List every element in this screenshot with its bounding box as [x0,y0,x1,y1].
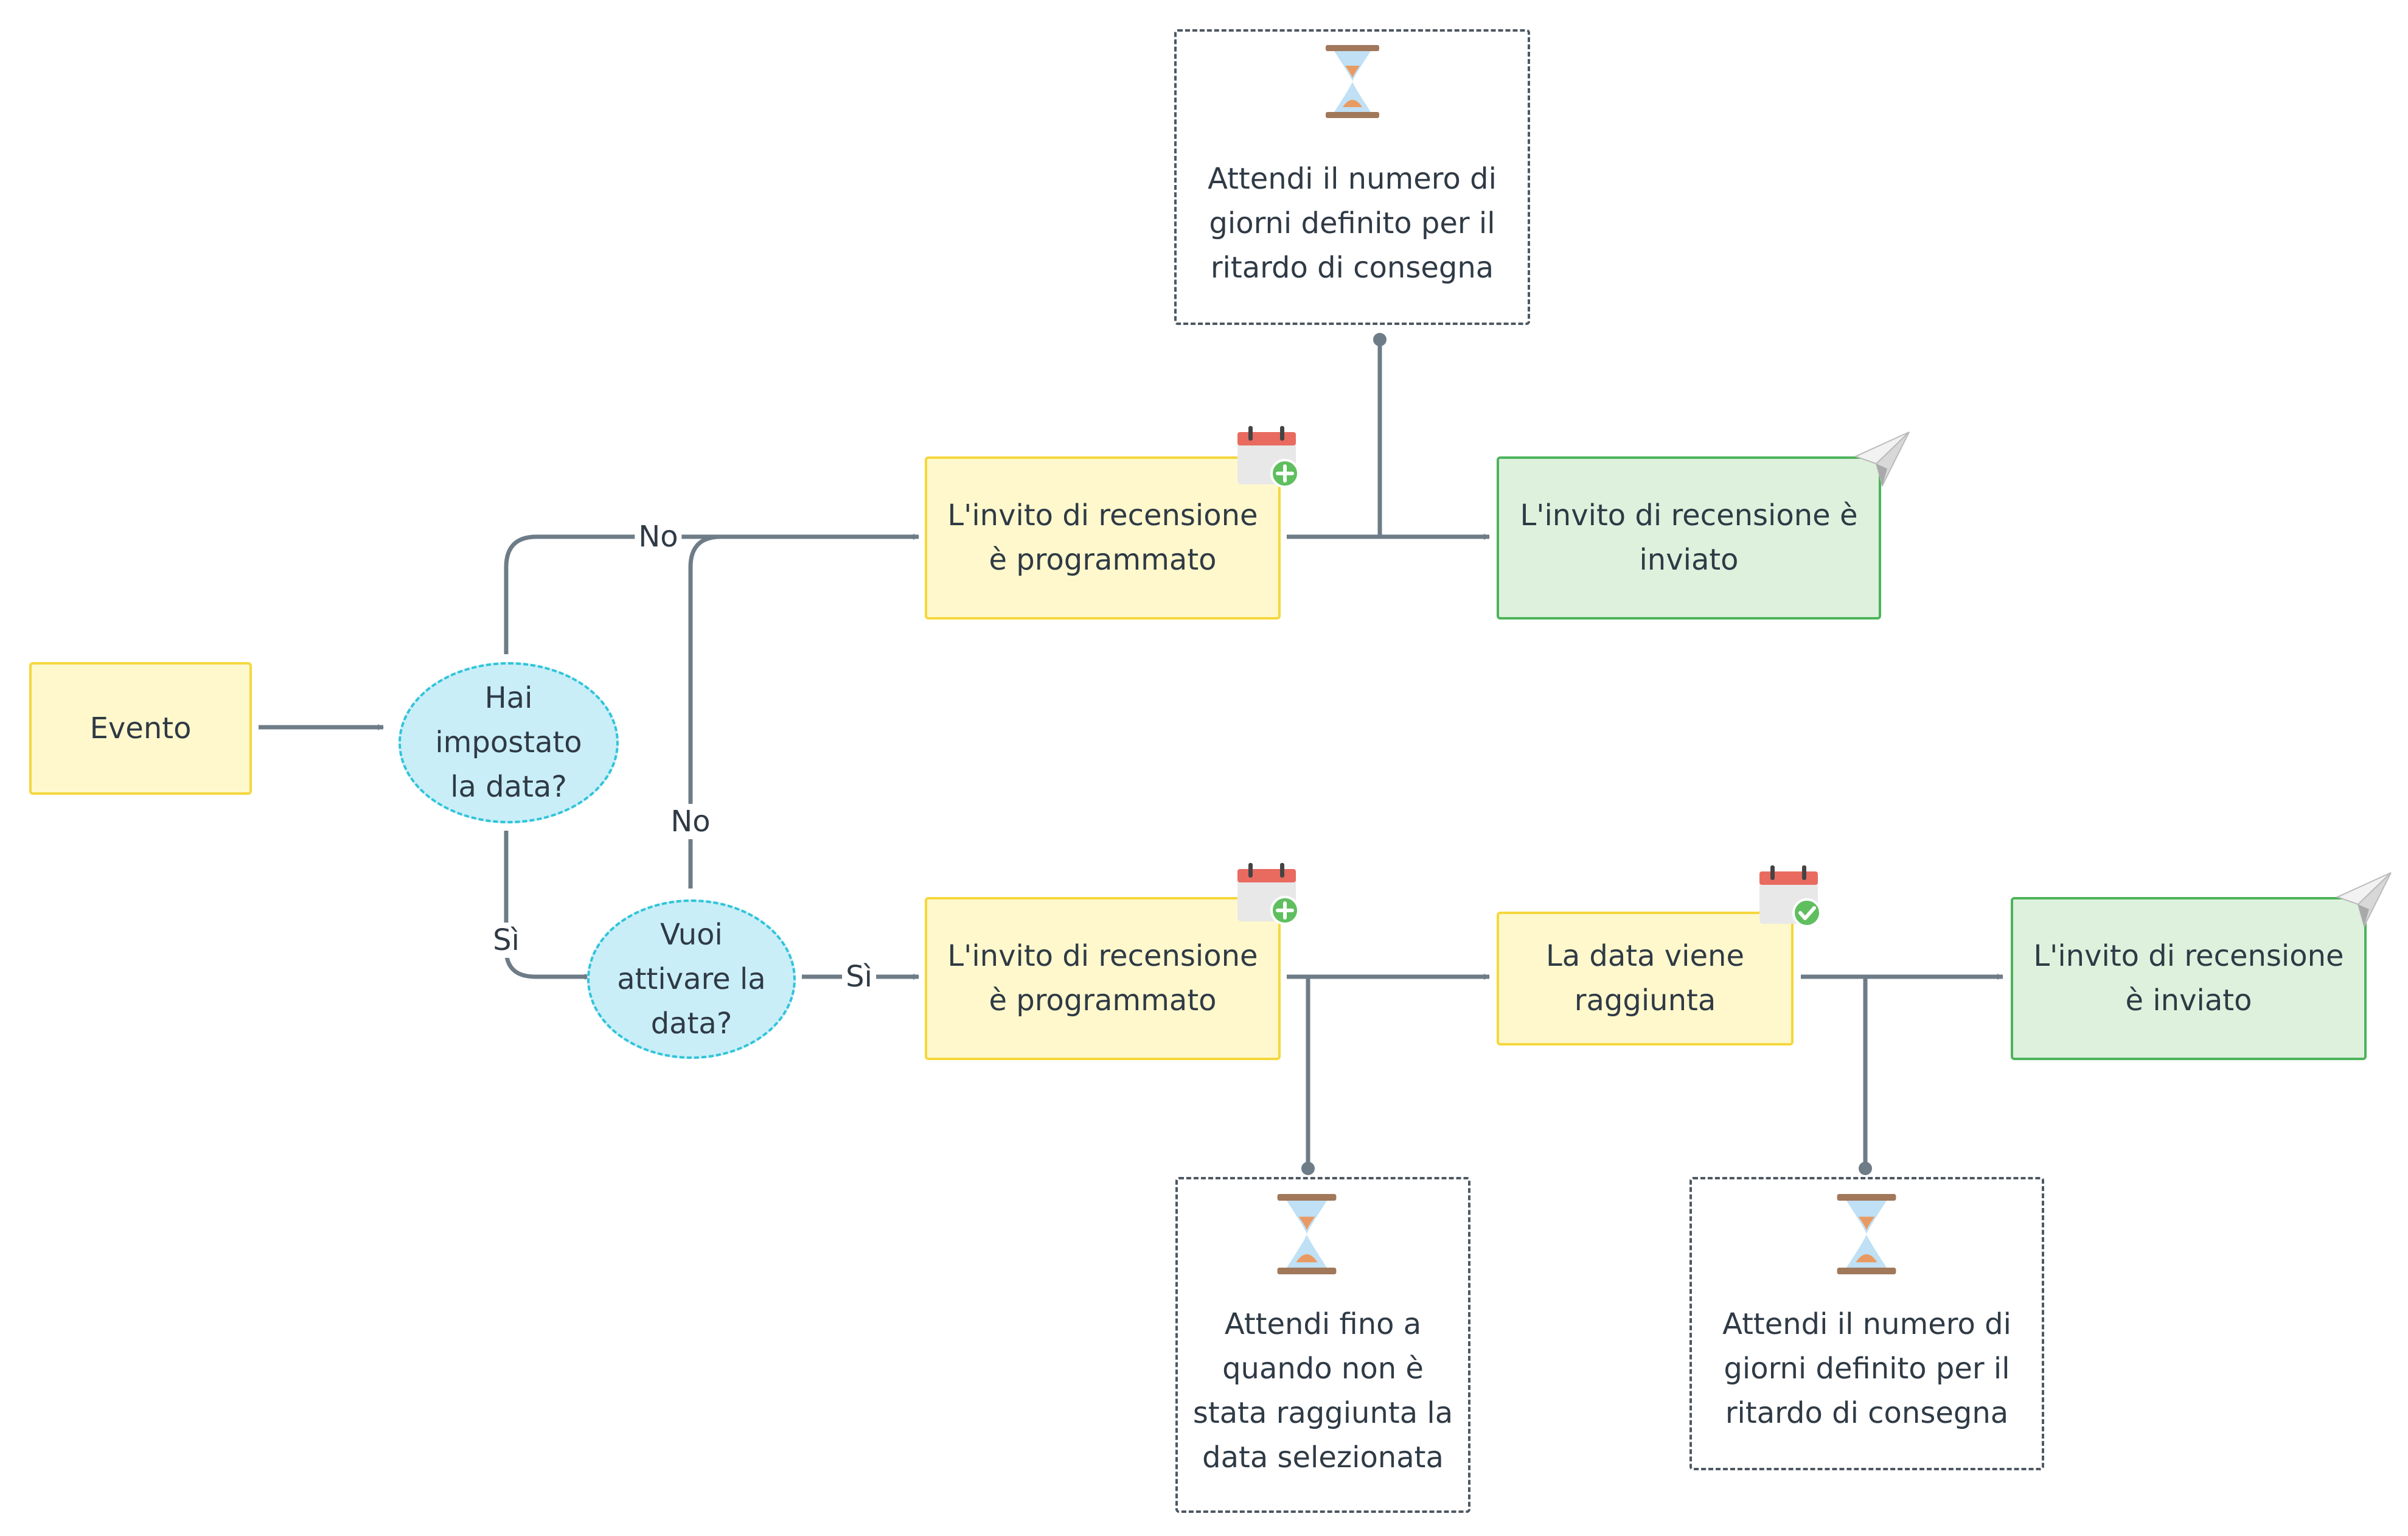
edge-label-no-top: No [635,519,682,554]
edge-label-si-right: Sì [842,959,876,994]
edge-label-no-mid: No [667,804,714,839]
edge-q2-no [688,534,722,888]
node-scheduled-bottom[interactable]: L'invito di recensione è programmato [925,897,1281,1060]
edge-q1-no [504,534,919,654]
node-date-reached[interactable]: La data viene raggiunta [1497,912,1794,1046]
decision-activate-date[interactable]: Vuoi attivare la data? [587,899,796,1059]
calendar-plus-icon [1237,426,1300,488]
edge-label-si-left: Sì [489,923,523,958]
node-evento[interactable]: Evento [29,662,252,795]
paper-plane-icon [1854,431,1910,487]
calendar-check-icon [1759,865,1822,927]
node-scheduled-top[interactable]: L'invito di recensione è programmato [925,456,1281,620]
node-sent-top[interactable]: L'invito di recensione è inviato [1497,456,1881,620]
node-sent-bottom[interactable]: L'invito di recensione è inviato [2011,897,2367,1060]
node-wait-top[interactable]: Attendi il numero di giorni definito per… [1174,29,1530,325]
hourglass-icon [1837,1194,1896,1274]
decision-date-set[interactable]: Hai impostato la data? [398,662,619,823]
paper-plane-icon [2336,872,2392,927]
node-wait-until-date[interactable]: Attendi fino a quando non è stata raggiu… [1175,1177,1470,1513]
hourglass-icon [1277,1194,1337,1274]
calendar-plus-icon [1237,863,1300,925]
hourglass-icon [1326,45,1379,118]
